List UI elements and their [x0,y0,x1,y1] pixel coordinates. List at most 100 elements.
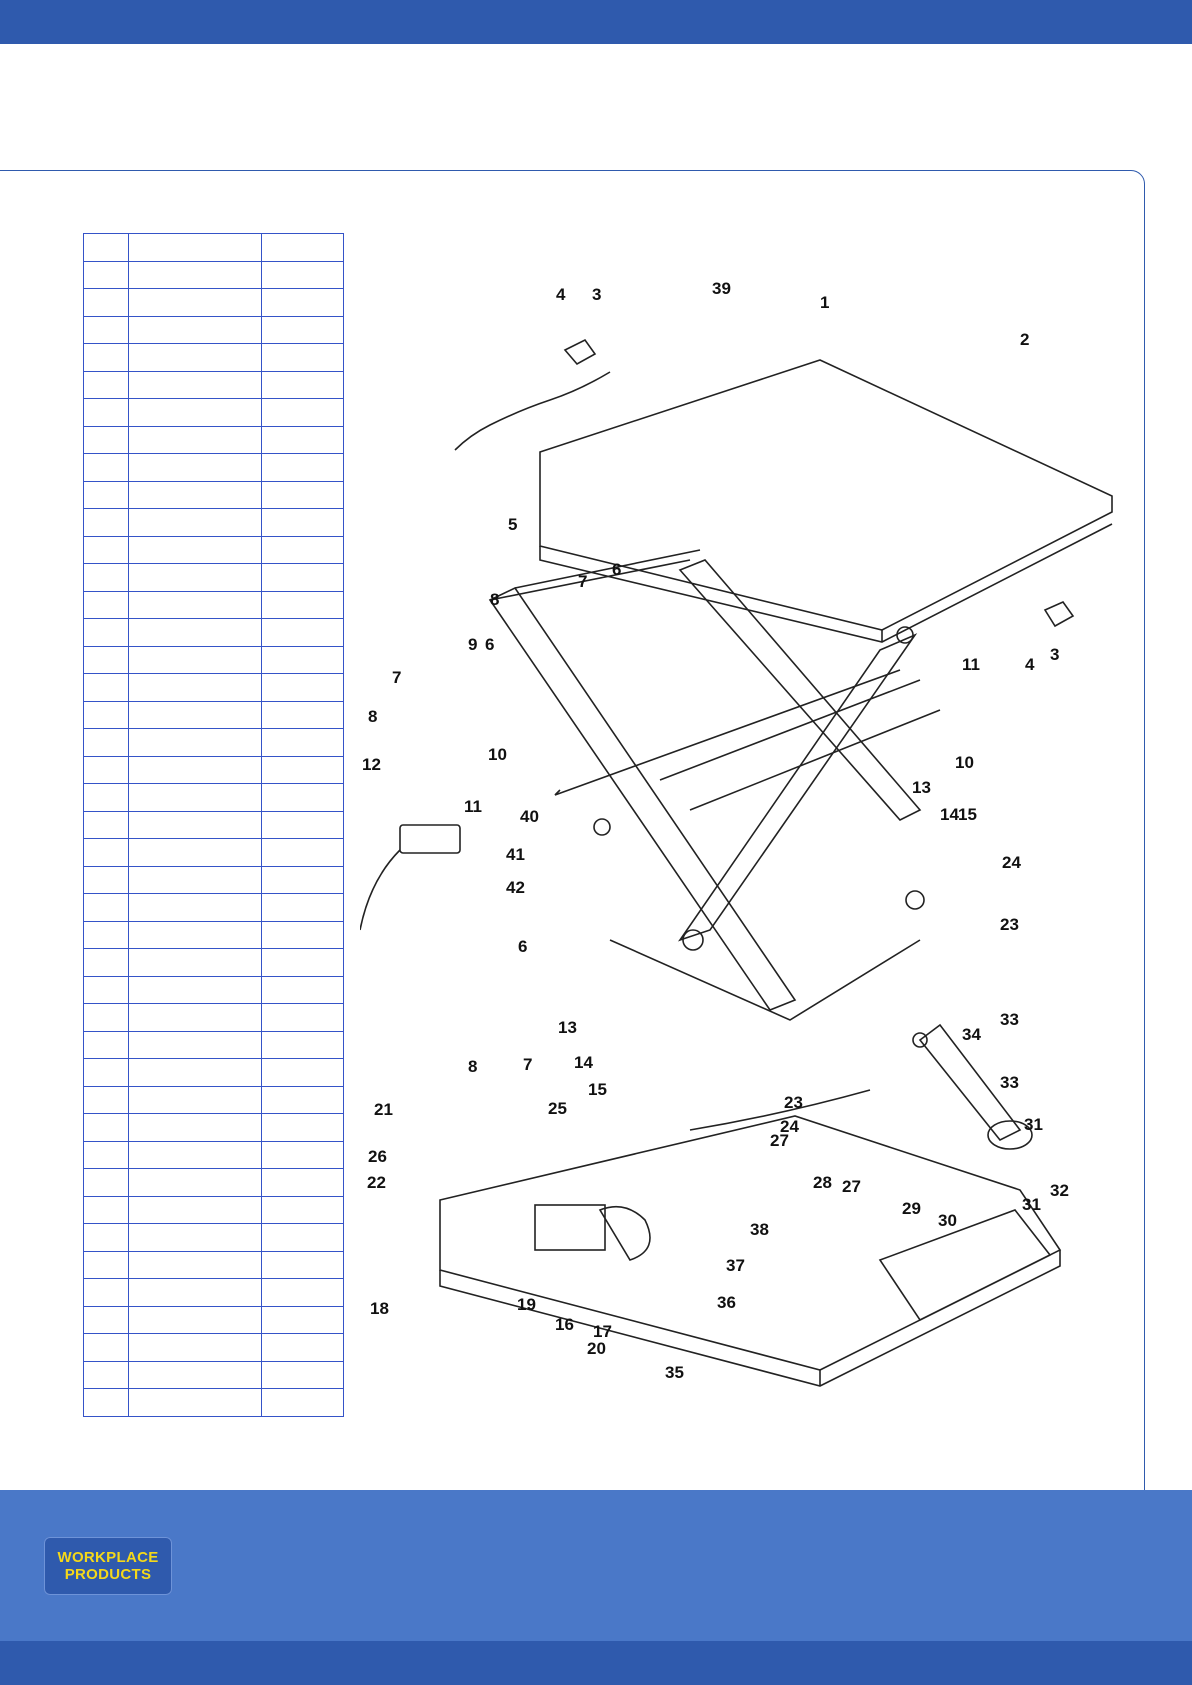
callout-label: 16 [555,1315,574,1334]
table-cell [83,563,129,592]
table-cell [261,1360,344,1389]
table-cell [128,1140,262,1169]
table-cell [261,865,344,894]
table-cell [261,563,344,592]
table-cell [261,1223,344,1252]
table-row [83,673,344,702]
table-cell [83,1333,129,1362]
table-row [83,920,344,949]
callout-label: 7 [578,572,587,591]
table-row [83,453,344,482]
table-cell [261,1333,344,1362]
table-row [83,1140,344,1169]
callout-label: 36 [717,1293,736,1312]
table-cell [261,1250,344,1279]
table-cell [128,645,262,674]
table-row [83,1058,344,1087]
table-cell [83,1003,129,1032]
scissor-arm-cross [677,633,918,942]
workplace-products-logo: WORKPLACE PRODUCTS [44,1537,172,1595]
table-row [83,343,344,372]
table-cell [128,480,262,509]
table-row [83,618,344,647]
logo-line-1: WORKPLACE [57,1549,159,1566]
table-cell [261,508,344,537]
callout-label: 22 [367,1173,386,1192]
table-cell [83,920,129,949]
table-row [83,1360,344,1389]
base-frame [439,1115,1062,1371]
table-row [83,233,344,262]
table-row [83,1003,344,1032]
table-cell [83,1058,129,1087]
table-cell [261,1058,344,1087]
callout-label: 3 [1050,645,1059,664]
callout-label: 9 [468,635,477,654]
callout-label: 15 [958,805,977,824]
table-cell [128,590,262,619]
table-row [83,893,344,922]
table-row [83,315,344,344]
callout-label: 27 [770,1131,789,1150]
table-row [83,948,344,977]
table-cell [261,948,344,977]
table-cell [128,728,262,757]
table-cell [261,370,344,399]
pump-block [534,1204,606,1251]
callout-label: 10 [955,753,974,772]
table-cell [83,1388,129,1417]
table-cell [128,783,262,812]
table-cell [128,508,262,537]
table-cell [128,1250,262,1279]
table-cell [261,838,344,867]
table-row [83,425,344,454]
table-cell [128,838,262,867]
table-cell [261,315,344,344]
table-cell [128,948,262,977]
table-cell [261,728,344,757]
switch-top [563,338,597,366]
table-cell [261,425,344,454]
callout-label: 24 [1002,853,1021,872]
table-cell [261,700,344,729]
table-row [83,810,344,839]
parts-list-table [83,233,344,1417]
table-cell [83,700,129,729]
table-cell [128,1030,262,1059]
callout-label: 19 [517,1295,536,1314]
table-cell [261,1278,344,1307]
table-cell [128,618,262,647]
callout-label: 5 [508,515,517,534]
table-cell [261,288,344,317]
callout-label: 23 [1000,915,1019,934]
table-cell [128,563,262,592]
table-row [83,865,344,894]
table-cell [261,1085,344,1114]
table-cell [128,315,262,344]
table-cell [83,1085,129,1114]
table-cell [128,893,262,922]
spring-cable [454,371,611,451]
table-cell [261,893,344,922]
table-cell [128,1388,262,1417]
table-cell [261,480,344,509]
table-row [83,783,344,812]
table-row [83,1168,344,1197]
table-row [83,1195,344,1224]
table-cell [261,755,344,784]
table-cell [261,645,344,674]
callout-label: 21 [374,1100,393,1119]
table-row [83,1278,344,1307]
table-row [83,590,344,619]
callout-label: 35 [665,1363,684,1382]
table-row [83,755,344,784]
table-cell [83,480,129,509]
table-row [83,370,344,399]
table-row [83,563,344,592]
table-cell [128,1333,262,1362]
table-cell [128,700,262,729]
table-row [83,728,344,757]
table-cell [83,755,129,784]
table-row [83,838,344,867]
table-cell [261,590,344,619]
